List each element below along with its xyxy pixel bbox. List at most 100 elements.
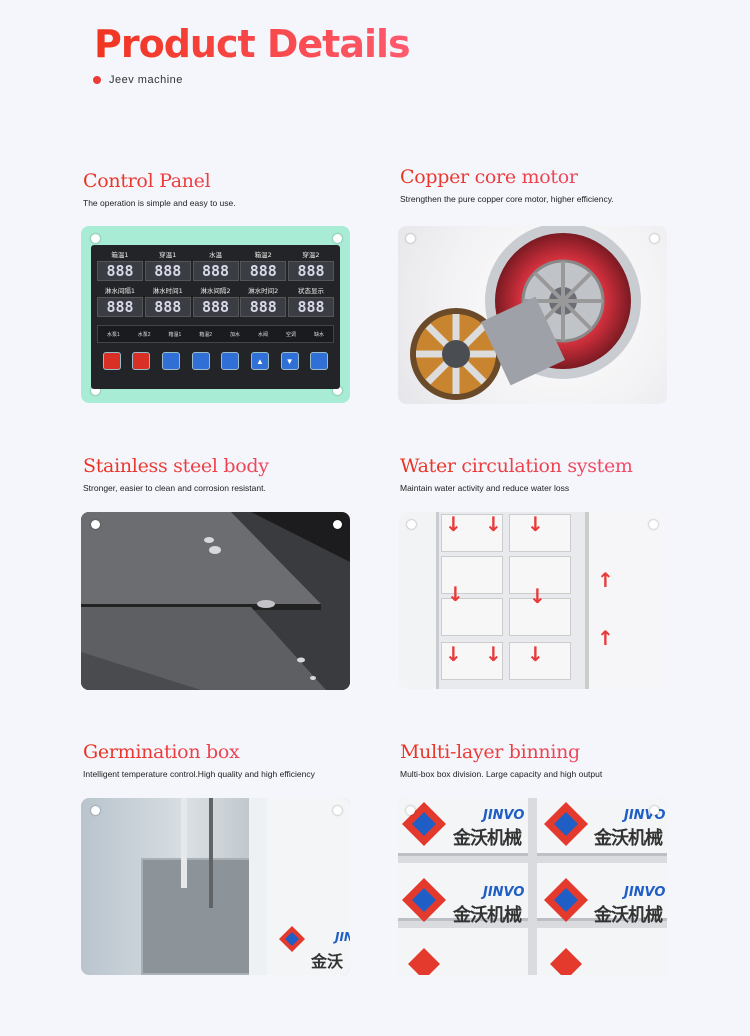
brand-tag: Jeev machine: [93, 74, 183, 86]
control-panel-image: 箱温1 穿温1 水温 箱温2 穿温2 888 888 888 888 888 淋…: [81, 226, 350, 403]
led-label: 加水: [229, 331, 240, 338]
led-label: 空调: [285, 331, 296, 338]
water-system-image: ↓ ↓ ↓ ↓ ↓ ↓ ↓ ↓ ↑ ↑: [399, 512, 666, 689]
pin-icon: [649, 520, 658, 529]
pin-icon: [406, 234, 415, 243]
panel-board: 箱温1 穿温1 水温 箱温2 穿温2 888 888 888 888 888 淋…: [91, 245, 340, 389]
bin-logo-text: JINVO: [483, 808, 525, 823]
bin-logo-cn: 金沃机械: [594, 905, 663, 926]
display-label: 淋水间隔2: [200, 287, 231, 295]
panel-button-icon: [310, 352, 329, 370]
feature-description: The operation is simple and easy to use.: [83, 198, 236, 208]
arrow-down-icon: ↓: [529, 584, 546, 608]
feature-copper-motor: Copper core motor Strengthen the pure co…: [398, 166, 670, 410]
pin-icon: [91, 806, 100, 815]
pin-icon: [650, 234, 659, 243]
digit-display: 888: [288, 297, 334, 317]
feature-title: Water circulation system: [400, 455, 670, 477]
pin-icon: [650, 806, 659, 815]
led-label: 缺水: [313, 331, 324, 338]
panel-button-icon: [221, 352, 240, 370]
led-label: 水泵2: [137, 331, 151, 338]
arrow-down-icon: ↓: [485, 512, 502, 536]
display-label: 水温: [209, 251, 222, 259]
feature-title: Control Panel: [83, 170, 353, 192]
panel-button-icon: [132, 352, 151, 370]
bullet-dot-icon: [93, 76, 101, 84]
panel-button-icon: [162, 352, 181, 370]
display-label: 箱温2: [254, 251, 272, 259]
feature-description: Maintain water activity and reduce water…: [400, 483, 570, 493]
feature-description: Multi-box box division. Large capacity a…: [400, 769, 603, 779]
digit-display: 888: [144, 261, 191, 281]
arrow-down-icon: ↓: [527, 642, 544, 666]
digit-display: 888: [192, 297, 239, 317]
feature-description: Strengthen the pure copper core motor, h…: [400, 194, 614, 204]
feature-description: Stronger, easier to clean and corrosion …: [83, 483, 266, 493]
pin-icon: [406, 806, 415, 815]
feature-title: Copper core motor: [400, 166, 670, 188]
pin-icon: [333, 234, 342, 243]
pin-icon: [333, 806, 342, 815]
arrow-down-icon: ↓: [447, 582, 464, 606]
display-label: 淋水时间1: [152, 287, 183, 295]
digit-row-1: 888 888 888 888 888: [97, 261, 334, 281]
digit-display: 888: [144, 297, 191, 317]
digit-display: 888: [240, 261, 287, 281]
feature-water-circulation: Water circulation system Maintain water …: [399, 455, 670, 695]
pin-icon: [333, 520, 342, 529]
feature-title: Stainless steel body: [83, 455, 353, 477]
led-label: 箱温2: [199, 331, 213, 338]
feature-title: Multi-layer binning: [400, 741, 670, 763]
bin-logo-cn: 金沃机械: [453, 905, 522, 926]
steel-plates-image: [81, 512, 350, 690]
feature-stainless-steel: Stainless steel body Stronger, easier to…: [81, 455, 353, 695]
digit-display: 888: [97, 297, 143, 317]
display-label: 状态显示: [298, 287, 324, 295]
pin-icon: [91, 520, 100, 529]
brand-logo-cn: 金沃: [311, 952, 344, 971]
brand-logo-icon: [279, 926, 305, 952]
arrow-up-icon: ↑: [597, 568, 614, 592]
pin-icon: [91, 386, 100, 395]
pin-icon: [407, 520, 416, 529]
brand-logo-text: JIN: [335, 930, 350, 944]
multi-layer-bins-image: JINVO JINVO 金沃机械 金沃机械 JINVO JINVO 金沃机械 金…: [398, 798, 667, 975]
led-label: 箱温1: [168, 331, 182, 338]
bin-logo-cn: 金沃机械: [594, 828, 663, 849]
digit-row-2: 888 888 888 888 888: [97, 297, 334, 317]
feature-title: Germination box: [83, 741, 353, 763]
digit-display: 888: [240, 297, 287, 317]
germination-box-image: JIN 金沃: [81, 798, 350, 975]
arrow-up-icon: ↑: [597, 626, 614, 650]
arrow-down-icon: ↓: [485, 642, 502, 666]
led-label: 水阀: [257, 331, 268, 338]
panel-button-icon: [191, 352, 210, 370]
display-label: 箱温1: [111, 251, 129, 259]
led-label: 水泵1: [106, 331, 120, 338]
display-label: 淋水时间2: [248, 287, 279, 295]
panel-buttons: ▲ ▼: [97, 352, 334, 370]
display-label: 穿温2: [302, 251, 320, 259]
bin-logo-cn: 金沃机械: [453, 828, 522, 849]
bin-logo-text: JINVO: [624, 885, 666, 900]
arrow-down-icon: ↓: [445, 512, 462, 536]
bin-logo-text: JINVO: [483, 885, 525, 900]
pin-icon: [91, 234, 100, 243]
page-title: Product Details: [94, 22, 411, 66]
motor-illustration: [410, 226, 641, 400]
feature-germination-box: Germination box Intelligent temperature …: [81, 741, 353, 981]
feature-multi-layer-binning: Multi-layer binning Multi-box box divisi…: [398, 741, 670, 981]
down-arrow-icon: ▼: [280, 352, 299, 370]
up-arrow-icon: ▲: [250, 352, 269, 370]
digit-display: 888: [288, 261, 334, 281]
display-label: 穿温1: [159, 251, 177, 259]
panel-button-icon: [102, 352, 121, 370]
label-row-2: 淋水间隔1 淋水时间1 淋水间隔2 淋水时间2 状态显示: [97, 285, 334, 295]
feature-control-panel: Control Panel The operation is simple an…: [81, 170, 353, 410]
bin-logo-text: JINVO: [624, 808, 666, 823]
arrow-down-icon: ↓: [527, 512, 544, 536]
digit-display: 888: [97, 261, 143, 281]
label-row-1: 箱温1 穿温1 水温 箱温2 穿温2: [97, 249, 334, 259]
arrow-down-icon: ↓: [445, 642, 462, 666]
